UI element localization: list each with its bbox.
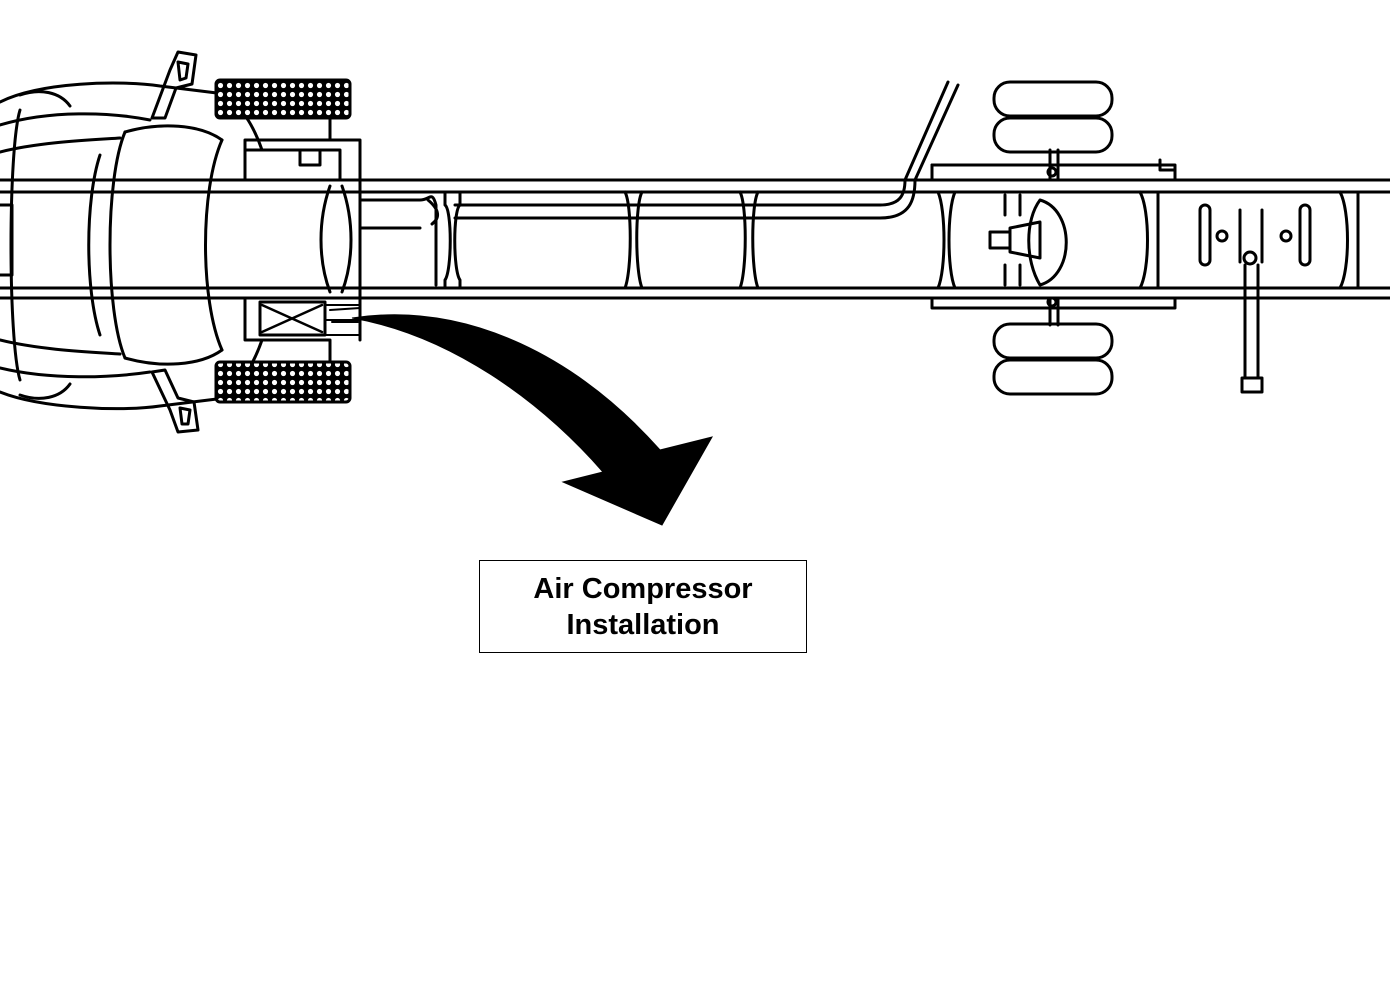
cab [0,81,264,411]
driveline [358,195,882,287]
cab-wheelarch-top [18,90,72,108]
rear-tire-bottom-inner [992,322,1114,360]
cab-outline-top [0,81,264,152]
cab-hood-bottom [0,366,152,379]
callout-label-line1: Air Compressor [533,572,753,605]
cab-body-bottom [123,348,224,366]
callout-label-box: Air Compressor Installation [479,560,807,653]
rear-tire-bottom-outer [992,358,1114,396]
cab-wheelarch-bottom [18,382,72,400]
callout-arrow [351,314,714,526]
exhaust-pipe [878,80,960,220]
cab-front-bumper [9,108,22,382]
rear-axle-frame [930,148,1360,394]
mirror-bottom [150,368,200,434]
rear-cab-components [228,116,362,364]
cab-body-top [123,124,224,142]
step-box-top [214,78,352,120]
frame-crossmember-cab [319,184,332,294]
compressor-location-marker [329,307,361,323]
cab-inner-top [0,136,122,154]
crossmembers [443,190,760,290]
differential [1027,198,1068,287]
rear-tire-top-inner [992,116,1114,154]
step-box-bottom [214,360,352,404]
cab-hood-top [0,112,152,127]
rear-tire-top-outer [992,80,1114,118]
cab-inner-bottom [0,338,122,356]
callout-label-line2: Installation [566,608,720,641]
cab-inner-arc [87,153,102,337]
cab-curve-front [108,130,127,360]
cab-curve-rear [204,138,224,352]
mirror-top [150,50,198,120]
rear-support-leg [1240,263,1264,394]
